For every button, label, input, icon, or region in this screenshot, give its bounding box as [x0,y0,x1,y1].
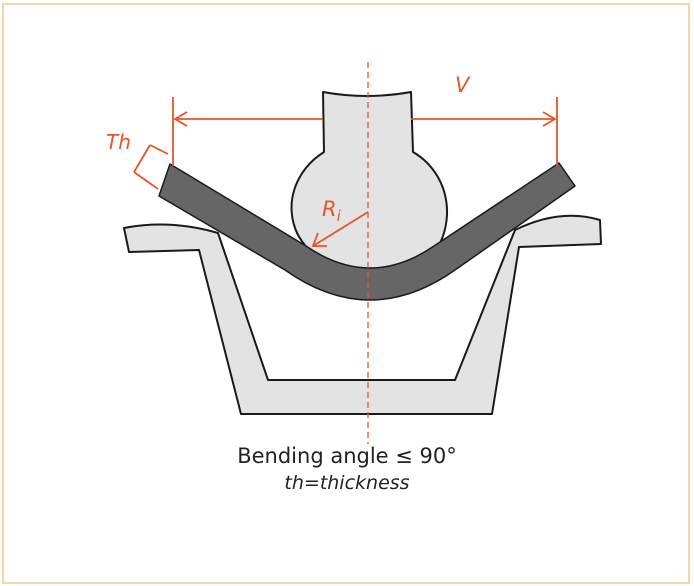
radius-label-subscript: i [337,207,342,225]
thickness-dimension [133,144,169,190]
thickness-label: Th [106,130,131,154]
radius-label: Ri [322,197,342,225]
v-opening-label: V [455,73,471,97]
radius-arrow [311,211,369,247]
bending-angle-caption: Bending angle ≤ 90° [237,444,457,468]
sheet-metal [158,162,576,301]
bottom-die [123,214,602,415]
radius-label-main: R [322,197,337,221]
thickness-definition-caption: th=thickness [284,472,410,494]
v-opening-dimension [172,97,558,166]
